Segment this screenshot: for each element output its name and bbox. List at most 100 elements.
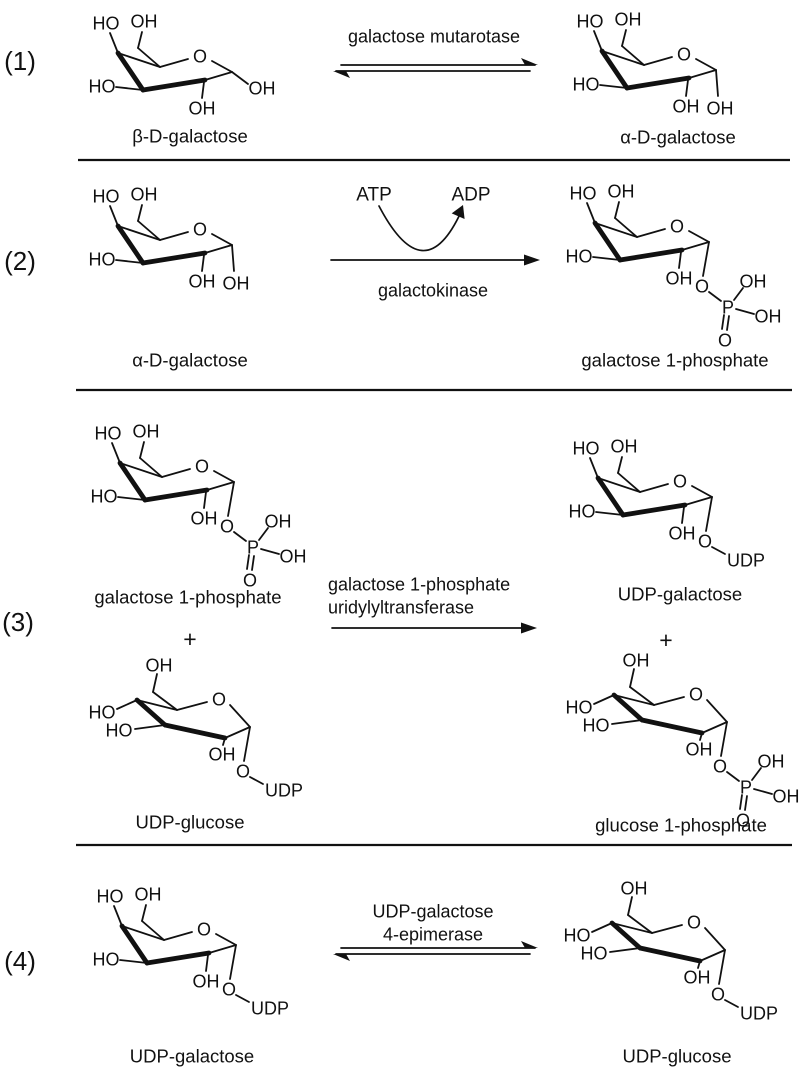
atom-label-udp: UDP <box>251 998 289 1018</box>
bond <box>721 314 725 330</box>
bond <box>137 220 161 241</box>
bond <box>159 58 189 68</box>
atom-label-ho: HO <box>573 438 600 458</box>
bond <box>243 726 251 762</box>
atom-label-ring_o: O <box>212 689 226 709</box>
molecule-name-label: UDP-galactose <box>130 1045 254 1066</box>
reaction-number: (3) <box>2 607 34 637</box>
atom-label-oh: OH <box>146 655 173 675</box>
atom-label-ho: HO <box>566 246 593 266</box>
atom-label-dbl_o: O <box>718 330 732 350</box>
bond <box>726 771 740 782</box>
bond <box>159 231 189 241</box>
atom-label-ho: HO <box>93 949 120 969</box>
molecule-name-label: UDP-glucose <box>136 811 245 832</box>
atom-label-ho: HO <box>573 74 600 94</box>
enzyme-label: galactokinase <box>378 280 488 300</box>
bond <box>724 999 739 1008</box>
bond <box>141 920 165 941</box>
atom-label-ho: HO <box>577 11 604 31</box>
bond <box>152 691 178 711</box>
arrow-head-left <box>333 954 350 961</box>
molecule-name-label: UDP-galactose <box>618 583 742 604</box>
atom-label-oh: OH <box>280 546 307 566</box>
bond <box>695 58 717 71</box>
atom-label-ring_o: O <box>197 919 211 939</box>
bond <box>617 456 623 474</box>
bond <box>229 944 237 980</box>
atom-label-oh: OH <box>135 884 162 904</box>
bond <box>613 694 655 706</box>
atom-label-ho: HO <box>95 423 122 443</box>
molecule-name-label: α-D-galactose <box>132 349 248 370</box>
bond <box>119 959 148 964</box>
atom-label-ho: HO <box>583 715 610 735</box>
bond <box>744 795 748 811</box>
reaction-arrow-forward <box>331 622 537 634</box>
bond-bold <box>144 950 212 966</box>
bond-bold <box>639 717 705 736</box>
atom-label-udp: UDP <box>727 550 765 570</box>
bond <box>136 699 178 711</box>
bond <box>611 922 653 934</box>
atom-label-ho: HO <box>569 501 596 521</box>
bond <box>739 794 743 810</box>
bond-bold <box>162 722 228 741</box>
bond <box>614 201 620 219</box>
atom-label-ho: HO <box>89 249 116 269</box>
atom-label-p: P <box>740 777 752 797</box>
bond <box>720 721 728 757</box>
atom-label-ring_o: O <box>711 984 725 1004</box>
atom-label-oh: OH <box>623 650 650 670</box>
bond-bold <box>611 692 645 723</box>
atom-label-udp: UDP <box>740 1003 778 1023</box>
atom-label-ring_o: O <box>236 761 250 781</box>
bond-bold <box>119 923 150 966</box>
atom-label-oh: OH <box>773 786 800 806</box>
atom-label-oh: OH <box>191 508 218 528</box>
bond <box>201 81 205 99</box>
atom-label-ring_o: O <box>687 912 701 932</box>
bond <box>163 931 193 941</box>
enzyme-label: 4-epimerase <box>383 924 483 944</box>
atom-label-oh: OH <box>209 744 236 764</box>
bond <box>614 217 638 238</box>
arrow-head-right <box>521 58 538 65</box>
enzyme-label: UDP-galactose <box>372 901 493 921</box>
molecule-name-label: galactose 1-phosphate <box>94 586 281 607</box>
bond <box>109 32 119 54</box>
bond-bold <box>609 920 643 951</box>
bond <box>726 315 730 331</box>
bond <box>621 29 627 47</box>
atom-label-oh: OH <box>608 181 635 201</box>
bond <box>611 719 643 725</box>
molecule-name-label: β-D-galactose <box>132 125 248 146</box>
bond <box>586 202 596 224</box>
bond-bold <box>620 502 688 518</box>
atom-label-oh: OH <box>707 98 734 118</box>
bond-bold <box>595 475 626 518</box>
atom-label-oh: OH <box>755 306 782 326</box>
bond <box>213 470 235 483</box>
atom-label-ho: HO <box>581 943 608 963</box>
bond <box>627 896 633 916</box>
enzyme-label: uridylyltransferase <box>328 597 474 617</box>
atom-label-oh: OH <box>615 9 642 29</box>
atom-label-ring_o: O <box>713 756 727 776</box>
bond <box>691 485 713 498</box>
bond <box>702 241 710 277</box>
bond <box>161 468 191 478</box>
bond <box>235 994 250 1003</box>
bond-bold <box>624 75 692 91</box>
bond <box>678 251 682 269</box>
bond <box>701 721 728 734</box>
atom-label-ho: HO <box>566 697 593 717</box>
bond <box>211 60 233 73</box>
bond <box>685 79 689 97</box>
bond <box>119 462 163 478</box>
bond <box>137 31 143 49</box>
atom-label-udp: UDP <box>265 780 303 800</box>
bond <box>152 673 158 693</box>
